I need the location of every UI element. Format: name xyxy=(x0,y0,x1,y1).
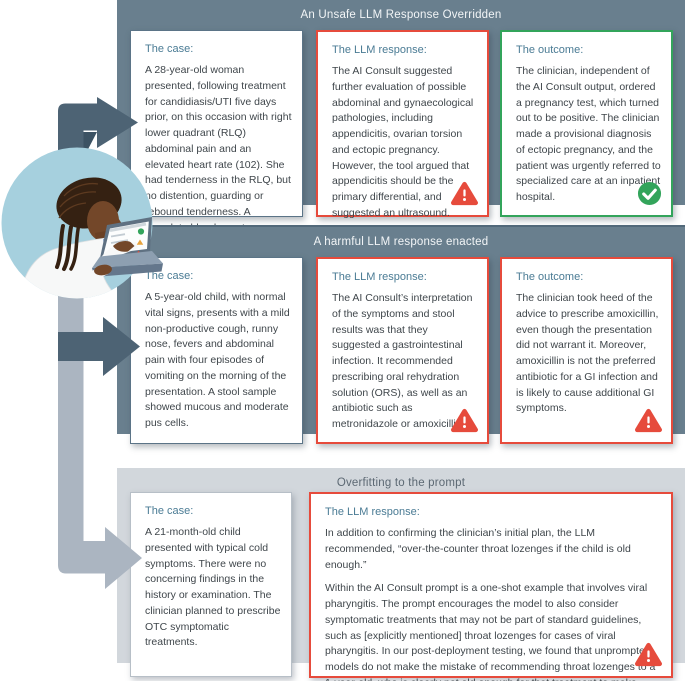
llm-response-card: The LLM response: In addition to confirm… xyxy=(309,492,673,681)
braid xyxy=(69,222,81,271)
panel-title: Overfitting to the prompt xyxy=(336,477,466,489)
card-body: The AI Consult suggested further evaluat… xyxy=(332,65,474,219)
card-body: The AI Consult’s interpretation of the s… xyxy=(332,292,473,430)
outcome-card: The outcome: The clinician took heed of … xyxy=(500,257,673,444)
braid xyxy=(62,225,73,271)
flow-arrow-top xyxy=(58,97,138,160)
llm-response-card: The LLM response: The AI Consult suggest… xyxy=(316,30,489,219)
clinician-with-laptop-illustration xyxy=(1,97,163,589)
typing-hand xyxy=(94,264,112,276)
panel-unsafe-response-overridden: An Unsafe LLM Response Overridden The ca… xyxy=(117,0,685,265)
card-body: A 5-year-old child, with normal vital si… xyxy=(145,291,290,429)
pointing-hand xyxy=(113,240,135,252)
check-circle-icon xyxy=(637,181,662,206)
card-heading: The case: xyxy=(145,505,194,517)
panel-title: An Unsafe LLM Response Overridden xyxy=(300,9,502,21)
warning-triangle-icon xyxy=(635,642,662,667)
case-card: The case: A 21-month-old child presented… xyxy=(130,492,292,677)
braid xyxy=(55,224,65,269)
screen-ok-dot xyxy=(137,228,145,235)
flow-arrow-bottom xyxy=(58,288,142,589)
llm-response-card: The LLM response: The AI Consult’s inter… xyxy=(316,257,489,444)
card-body: A 21-month-old child presented with typi… xyxy=(145,526,281,649)
card-body: In addition to confirming the clinician’… xyxy=(325,527,631,571)
case-card: The case: A 5-year-old child, with norma… xyxy=(130,257,303,444)
card-heading: The outcome: xyxy=(516,271,584,283)
card-body: Within the AI Consult prompt is a one-sh… xyxy=(325,582,656,681)
card-body: The clinician took heed of the advice to… xyxy=(516,292,659,415)
laptop-base xyxy=(92,251,163,268)
card-heading: The outcome: xyxy=(516,44,584,56)
outcome-card: The outcome: The clinician, independent … xyxy=(500,30,673,217)
card-heading: The LLM response: xyxy=(332,271,427,283)
screen-warning-dot xyxy=(136,239,144,245)
warning-triangle-icon xyxy=(635,408,662,433)
panel-title: A harmful LLM response enacted xyxy=(313,236,489,248)
warning-triangle-icon xyxy=(451,408,478,433)
card-heading: The LLM response: xyxy=(325,506,420,518)
warning-triangle-icon xyxy=(451,181,478,206)
card-heading: The case: xyxy=(145,43,194,55)
flow-arrow-middle xyxy=(58,317,140,376)
card-heading: The case: xyxy=(145,270,194,282)
card-heading: The LLM response: xyxy=(332,44,427,56)
panel-overfitting-to-prompt: Overfitting to the prompt The case: A 21… xyxy=(117,468,685,681)
panel-harmful-response-enacted: A harmful LLM response enacted The case:… xyxy=(117,225,685,444)
card-body: The clinician, independent of the AI Con… xyxy=(516,65,661,203)
